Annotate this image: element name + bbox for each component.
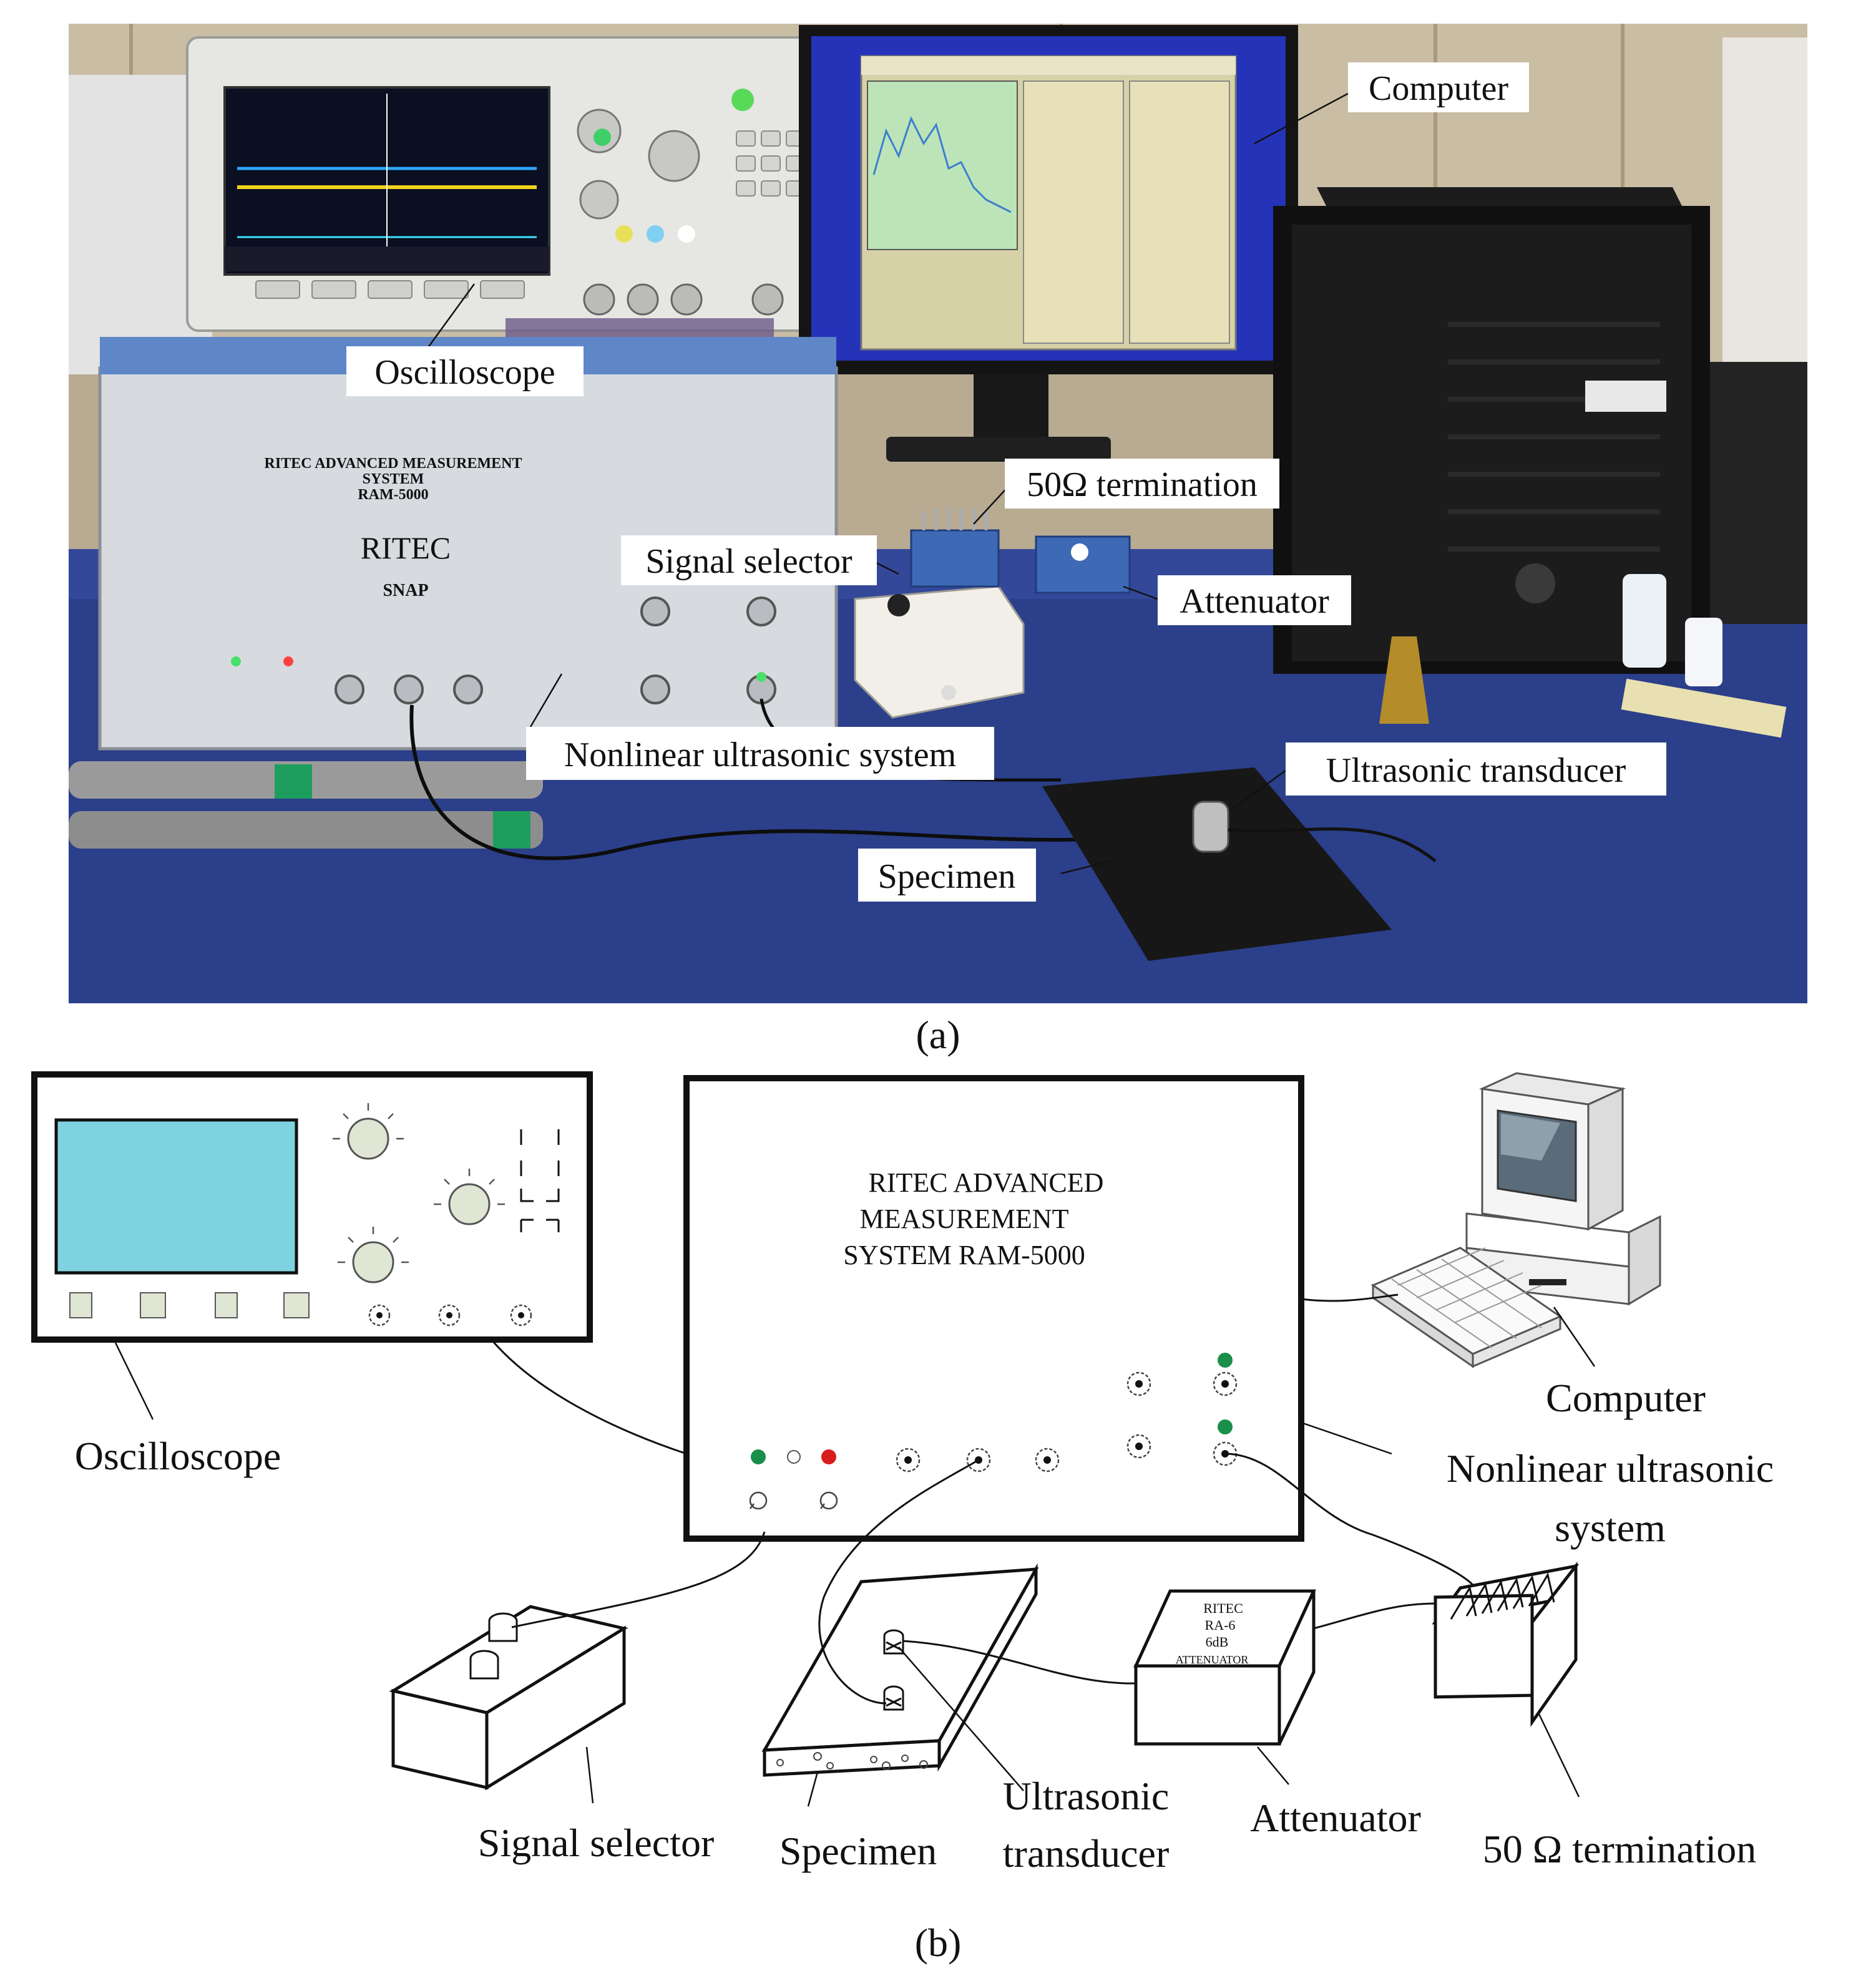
photo-specimen: [1042, 767, 1437, 961]
photo-label-termination: 50Ω termination: [1027, 465, 1258, 504]
schematic-oscilloscope: [31, 1071, 593, 1343]
schematic-ram-title-3: SYSTEM RAM-5000: [843, 1240, 1085, 1270]
schematic-led-red: [821, 1449, 836, 1464]
schematic-label-oscilloscope: Oscilloscope: [75, 1434, 281, 1478]
schematic-leaders: [114, 1307, 1596, 1807]
photo-label-attenuator: Attenuator: [1180, 582, 1329, 621]
photo-label-signal-selector: Signal selector: [645, 542, 853, 581]
schematic-computer: [1370, 1072, 1661, 1368]
photo-monitor: [799, 25, 1298, 462]
schematic-scope-buttons: [69, 1292, 310, 1318]
photo-transducer: [1192, 801, 1229, 853]
photo-label-computer: Computer: [1369, 69, 1508, 108]
photo-attenuator: [1035, 535, 1131, 594]
schematic-label-attenuator: Attenuator: [1250, 1796, 1421, 1840]
schematic-termination: [1432, 1561, 1580, 1727]
schematic-switches: [749, 1491, 838, 1510]
window: [1722, 37, 1807, 362]
photo-oscilloscope: [186, 36, 819, 343]
caption-a: (a): [916, 1013, 960, 1057]
photo-label-nonlinear-system: Nonlinear ultrasonic system: [564, 736, 956, 774]
photo-leaders: [423, 92, 1349, 875]
schematic-ram5000: RITEC ADVANCED MEASUREMENT SYSTEM RAM-50…: [683, 1075, 1304, 1542]
schematic-label-nonlinear-2: system: [1555, 1506, 1666, 1550]
photo-label-specimen: Specimen: [878, 857, 1016, 896]
schematic-label-signal-selector: Signal selector: [478, 1821, 715, 1865]
schematic-label-nonlinear-1: Nonlinear ultrasonic: [1447, 1446, 1774, 1491]
schematic-scope-connectors: [368, 1304, 532, 1326]
schematic-scope-screen: [54, 1118, 298, 1275]
schematic-attenuator-line1: RITEC: [1203, 1600, 1243, 1616]
schematic-led-off: [787, 1450, 801, 1464]
schematic-wires: [492, 1293, 1474, 1705]
photo-callouts: Computer Oscilloscope 50Ω termination Si…: [346, 62, 1666, 902]
schematic-attenuator-line4: ATTENUATOR: [1176, 1653, 1249, 1666]
schematic-transducer-1: [883, 1629, 904, 1655]
photo-termination: [910, 509, 1000, 588]
schematic-label-termination: 50 Ω termination: [1483, 1827, 1757, 1871]
photo-ritec-text-3: RAM-5000: [358, 487, 428, 503]
photo-ritec-logo: RITEC: [361, 530, 451, 565]
photo-label-oscilloscope: Oscilloscope: [374, 353, 555, 392]
schematic-label-transducer-1: Ultrasonic: [1003, 1774, 1170, 1818]
photo-cables: [69, 698, 1199, 860]
photo-ritec-snap: SNAP: [383, 581, 428, 600]
schematic-led-green-lower: [1218, 1419, 1233, 1434]
schematic-ram-title-2: MEASUREMENT: [860, 1204, 1069, 1234]
schematic-scope-knobs: [333, 1103, 505, 1283]
schematic-label-specimen: Specimen: [779, 1829, 937, 1873]
schematic-panel: RITEC ADVANCED MEASUREMENT SYSTEM RAM-50…: [31, 1071, 1774, 1876]
photo-bottles: [1379, 574, 1787, 738]
schematic-attenuator: RITEC RA-6 6dB ATTENUATOR: [1133, 1589, 1316, 1746]
photo-signal-selector: [854, 585, 1025, 719]
schematic-attenuator-line2: RA-6: [1205, 1617, 1236, 1633]
photo-label-transducer: Ultrasonic transducer: [1326, 751, 1626, 790]
schematic-scope-corner-marks: [520, 1129, 560, 1232]
schematic-label-computer: Computer: [1546, 1376, 1706, 1420]
schematic-ram-title-1: RITEC ADVANCED: [869, 1167, 1104, 1198]
photo-ritec-text-1: RITEC ADVANCED MEASUREMENT: [265, 455, 522, 472]
schematic-label-transducer-2: transducer: [1003, 1831, 1170, 1876]
schematic-led-green-upper: [1218, 1353, 1233, 1368]
schematic-signal-selector: [389, 1605, 628, 1791]
photo-panel: RITEC ADVANCED MEASUREMENT SYSTEM RAM-50…: [69, 24, 1807, 1003]
schematic-led-green: [751, 1449, 766, 1464]
schematic-transducer-2: [883, 1685, 904, 1711]
caption-b: (b): [915, 1920, 962, 1965]
schematic-specimen: [761, 1563, 1039, 1777]
schematic-ram-connectors: [896, 1371, 1238, 1472]
schematic-attenuator-line3: 6dB: [1206, 1634, 1229, 1650]
photo-ritec-text-2: SYSTEM: [363, 471, 424, 487]
